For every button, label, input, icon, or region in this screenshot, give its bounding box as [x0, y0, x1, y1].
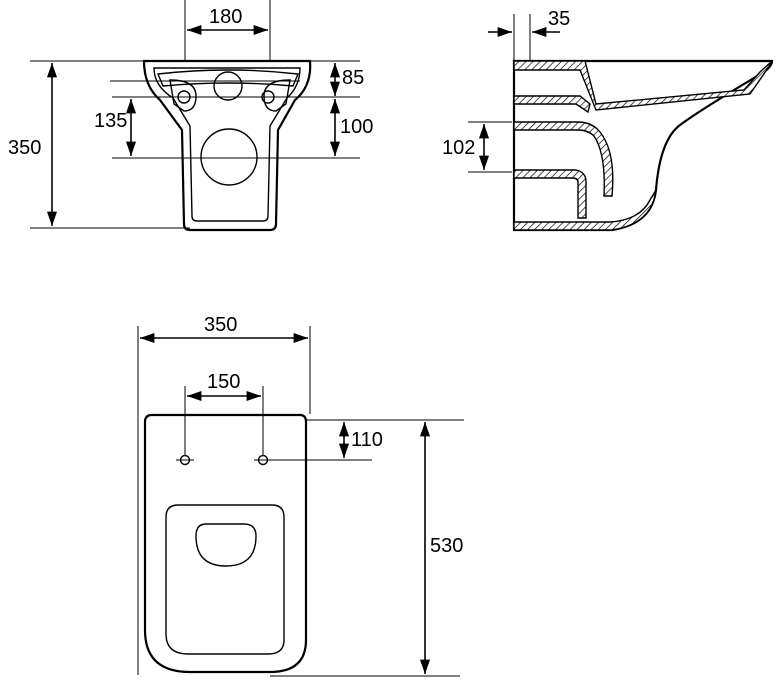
dimension-350-width: 350 [204, 314, 237, 336]
waste-outlet-hole [200, 128, 258, 186]
top-view-bowl-opening [165, 504, 285, 655]
rear-view-outline [142, 59, 312, 232]
rear-view-inner-outline [153, 67, 301, 222]
side-view: 35 102 [442, 8, 774, 232]
dimension-150: 150 [207, 371, 240, 393]
side-view-rim [513, 60, 773, 111]
water-inlet-hole [213, 71, 243, 101]
right-fixing-bracket [263, 79, 291, 112]
side-view-outline [512, 59, 774, 232]
top-view: 350 150 110 530 [137, 314, 464, 677]
dimension-85: 85 [342, 67, 364, 89]
dimension-135: 135 [94, 110, 127, 132]
dimension-100: 100 [340, 116, 373, 138]
dimension-180: 180 [209, 6, 242, 28]
side-view-base [513, 189, 657, 231]
left-fixing-bracket [169, 79, 197, 112]
top-view-seat-outline [143, 413, 308, 674]
rear-view-inlet-band [156, 69, 300, 87]
side-view-upper-channel [513, 95, 591, 114]
dimension-102: 102 [442, 137, 475, 159]
dimension-35: 35 [548, 8, 570, 30]
top-view-flush-opening [195, 523, 257, 567]
side-view-lower-channel [513, 169, 587, 219]
dimension-530: 530 [430, 535, 463, 557]
rear-view: 180 350 135 85 100 [8, 0, 373, 232]
dimension-350-height: 350 [8, 137, 41, 159]
dimension-110: 110 [351, 429, 383, 451]
side-view-trap [513, 121, 614, 197]
